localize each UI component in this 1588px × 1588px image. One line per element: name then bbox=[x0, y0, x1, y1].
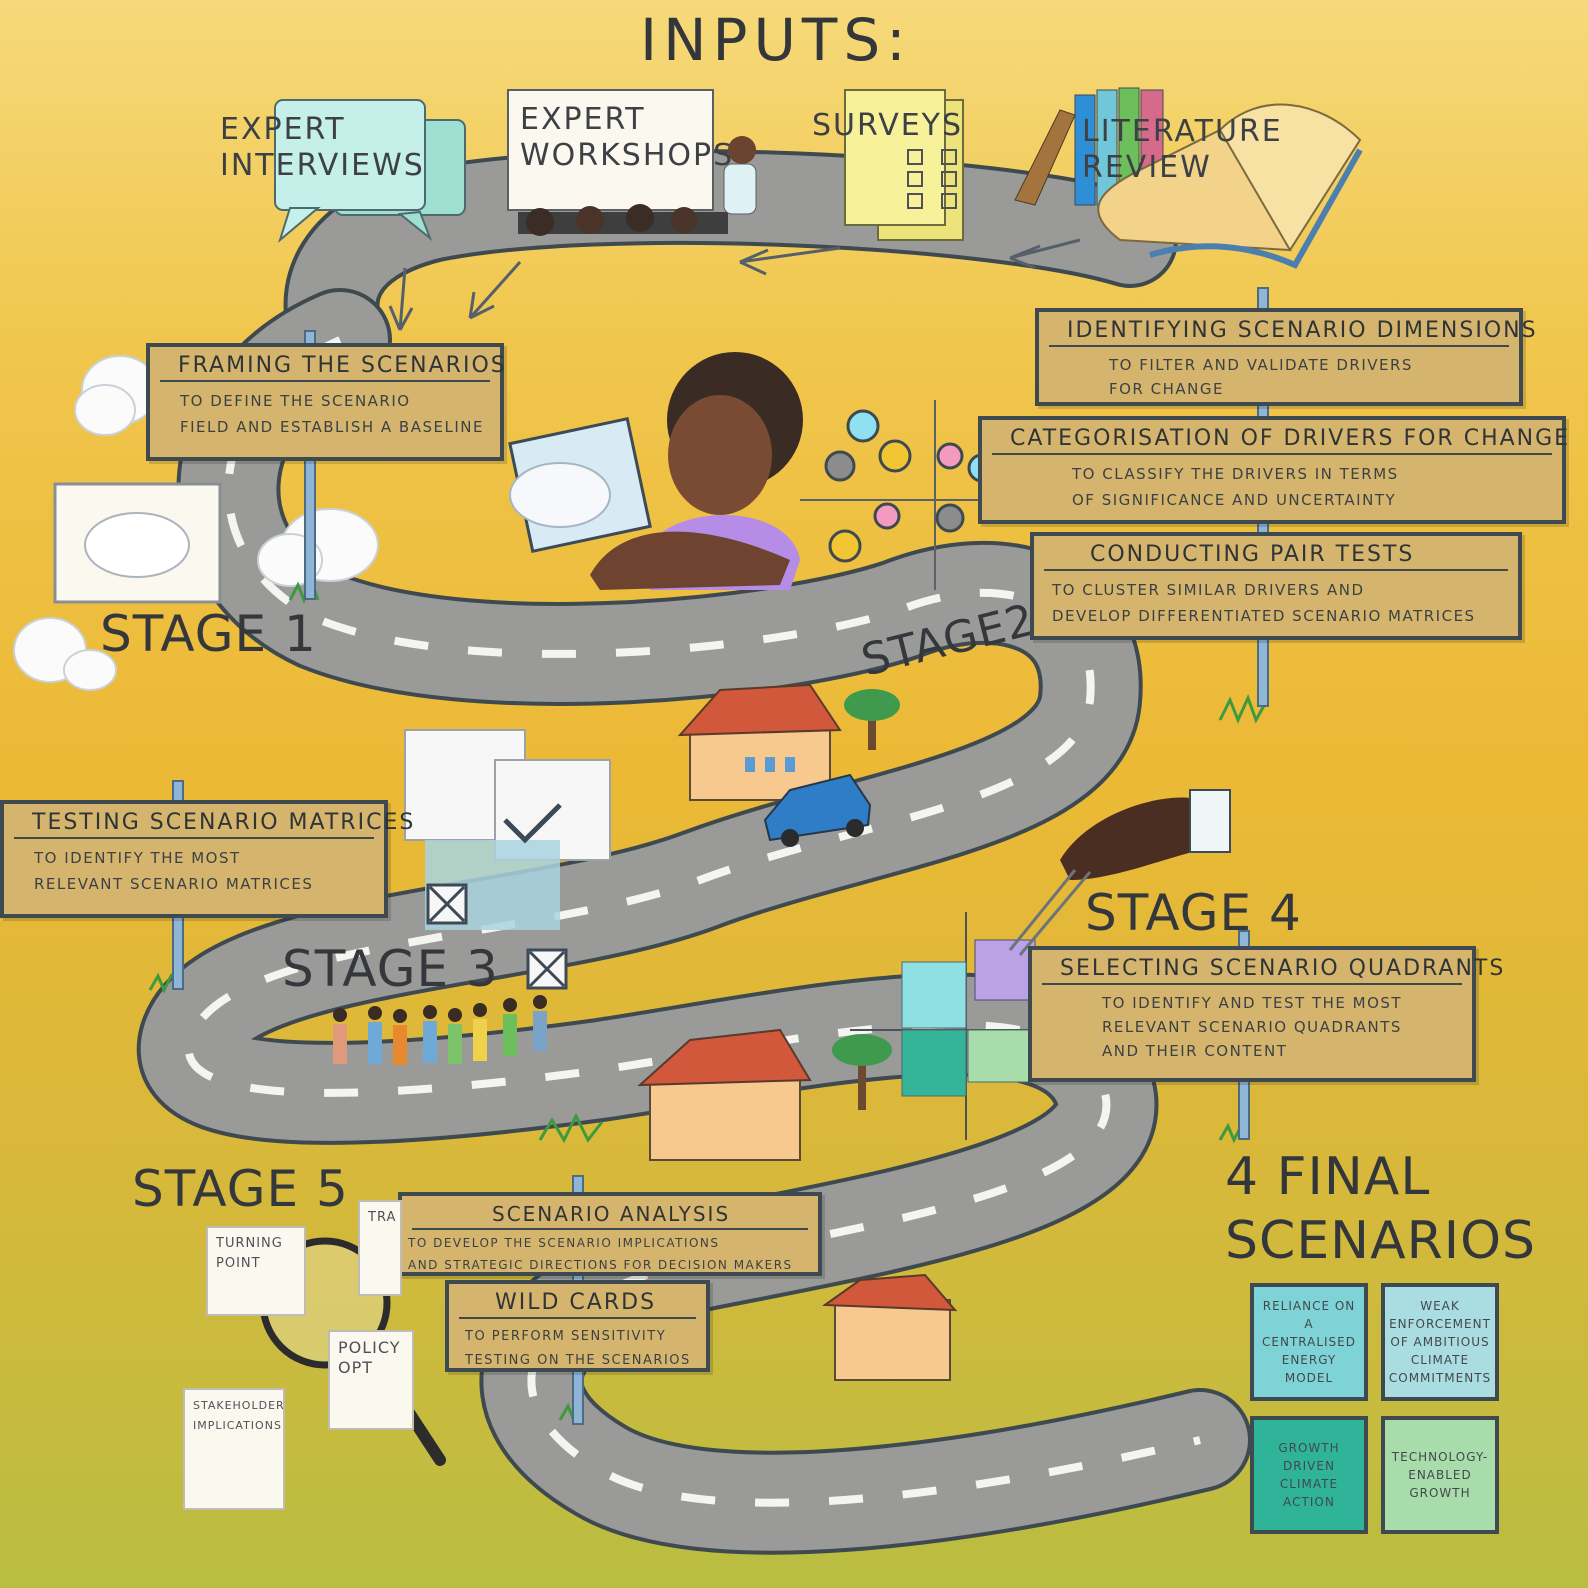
note-stakeholder: STAKEHOLDER IMPLICATIONS bbox=[183, 1388, 285, 1510]
sign-desc: TO IDENTIFY THE MOST RELEVANT SCENARIO M… bbox=[34, 849, 314, 893]
sign-title: FRAMING THE SCENARIOS bbox=[160, 347, 505, 382]
sign-pair-tests: CONDUCTING PAIR TESTS TO CLUSTER SIMILAR… bbox=[1030, 532, 1522, 640]
quadrant-grid bbox=[850, 912, 1100, 1140]
tree-icon bbox=[832, 689, 900, 1110]
sign-title: WILD CARDS bbox=[459, 1284, 696, 1319]
hand-with-tweezers bbox=[1008, 789, 1231, 956]
input-literature-review: LITERATURE REVIEW bbox=[1082, 114, 1283, 185]
book-icon bbox=[1014, 87, 1363, 269]
input-expert-workshops: EXPERT WORKSHOPS bbox=[520, 102, 735, 173]
sign-title: TESTING SCENARIO MATRICES bbox=[14, 804, 413, 839]
house-icon bbox=[637, 683, 958, 1381]
note-policy: POLICY OPT bbox=[328, 1330, 414, 1430]
road-arrows bbox=[388, 238, 1081, 331]
whiteboard bbox=[53, 482, 222, 604]
sign-title: SCENARIO ANALYSIS bbox=[412, 1196, 808, 1230]
grass-decor bbox=[148, 577, 1268, 1424]
sign-desc: TO CLASSIFY THE DRIVERS IN TERMS OF SIGN… bbox=[1072, 465, 1399, 509]
final-scenario-quadrant: GROWTH DRIVEN CLIMATE ACTION bbox=[1250, 1416, 1368, 1534]
final-scenario-quadrant: TECHNOLOGY-ENABLED GROWTH bbox=[1381, 1416, 1499, 1534]
checklist-icon bbox=[844, 89, 964, 241]
sign-testing: TESTING SCENARIO MATRICES TO IDENTIFY TH… bbox=[0, 800, 413, 918]
sign-categorisation: CATEGORISATION OF DRIVERS FOR CHANGE TO … bbox=[978, 416, 1568, 524]
car-icon bbox=[763, 773, 872, 847]
stage-5-label: STAGE 5 bbox=[132, 1160, 349, 1218]
input-surveys: SURVEYS bbox=[812, 108, 964, 143]
sign-desc: TO DEVELOP THE SCENARIO IMPLICATIONS AND… bbox=[408, 1236, 793, 1272]
speech-bubble-icon bbox=[274, 99, 466, 243]
sign-desc: TO PERFORM SENSITIVITY TESTING ON THE SC… bbox=[465, 1329, 691, 1368]
sign-analysis: SCENARIO ANALYSIS TO DEVELOP THE SCENARI… bbox=[398, 1192, 822, 1276]
input-expert-interviews: EXPERT INTERVIEWS bbox=[220, 112, 425, 183]
note-trends: TRA bbox=[358, 1200, 402, 1296]
sign-framing: FRAMING THE SCENARIOS TO DEFINE THE SCEN… bbox=[146, 343, 505, 461]
final-scenario-quadrant: RELIANCE ON A CENTRALISED ENERGY MODEL bbox=[1250, 1283, 1368, 1401]
presentation-icon bbox=[507, 89, 757, 236]
note-turning-point: TURNING POINT bbox=[206, 1226, 306, 1316]
sign-title: CONDUCTING PAIR TESTS bbox=[1044, 536, 1508, 571]
final-scenario-quadrant: WEAK ENFORCEMENT OF AMBITIOUS CLIMATE CO… bbox=[1381, 1283, 1499, 1401]
person-illustration bbox=[508, 352, 803, 590]
sign-title: IDENTIFYING SCENARIO DIMENSIONS bbox=[1049, 312, 1536, 347]
stage-4-label: STAGE 4 bbox=[1085, 884, 1302, 942]
sign-wild-cards: WILD CARDS TO PERFORM SENSITIVITY TESTIN… bbox=[445, 1280, 710, 1372]
sign-title: SELECTING SCENARIO QUADRANTS bbox=[1042, 950, 1503, 985]
sign-desc: TO CLUSTER SIMILAR DRIVERS AND DEVELOP D… bbox=[1052, 581, 1476, 625]
matrix-papers bbox=[404, 729, 611, 990]
group-of-people bbox=[333, 995, 547, 1065]
sign-desc: TO FILTER AND VALIDATE DRIVERS FOR CHANG… bbox=[1109, 356, 1413, 398]
stage-1-label: STAGE 1 bbox=[100, 605, 317, 663]
page-title: INPUTS: bbox=[640, 6, 912, 74]
sign-desc: TO DEFINE THE SCENARIO FIELD AND ESTABLI… bbox=[180, 392, 484, 436]
sign-desc: TO IDENTIFY AND TEST THE MOST RELEVANT S… bbox=[1102, 994, 1403, 1060]
final-scenarios-title: 4 FINAL SCENARIOS bbox=[1225, 1147, 1537, 1271]
sign-identifying: IDENTIFYING SCENARIO DIMENSIONS TO FILTE… bbox=[1035, 308, 1536, 406]
stage-3-label: STAGE 3 bbox=[282, 940, 499, 998]
sign-title: CATEGORISATION OF DRIVERS FOR CHANGE bbox=[992, 420, 1568, 455]
sign-selecting: SELECTING SCENARIO QUADRANTS TO IDENTIFY… bbox=[1028, 946, 1503, 1082]
